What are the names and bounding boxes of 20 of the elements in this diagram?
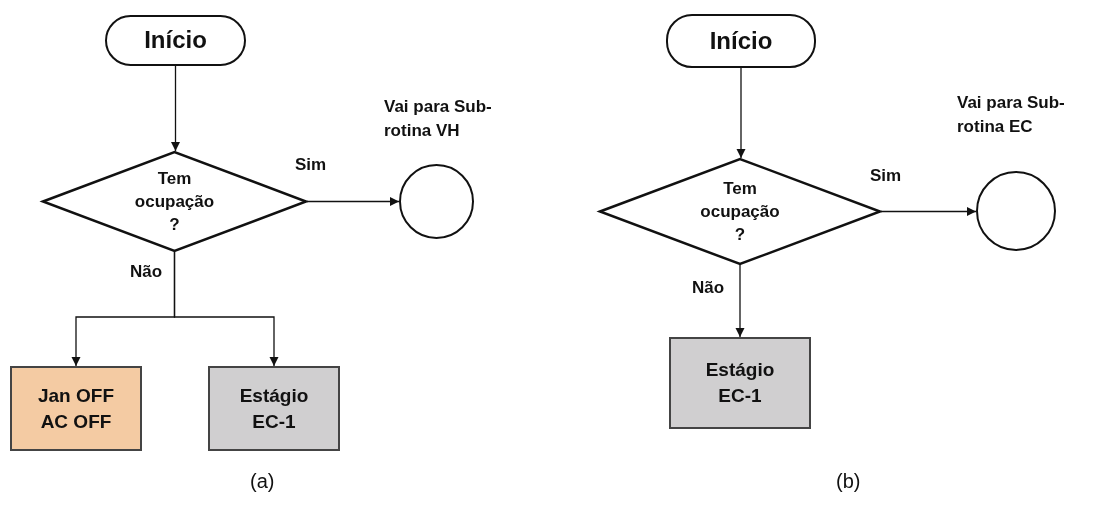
- arrow: [170, 65, 181, 152]
- start-terminal: [105, 15, 246, 66]
- process-box: [669, 337, 811, 429]
- arrow: [736, 67, 746, 159]
- node-label: Jan OFF AC OFF: [37, 383, 115, 434]
- panel-caption: (b): [836, 470, 861, 493]
- annotation-text: Vai para Sub-rotina EC: [957, 92, 1066, 138]
- panel-caption: (a): [250, 470, 275, 493]
- node-label: Início: [144, 25, 207, 56]
- annotation-text: Vai para Sub-rotina VH: [384, 96, 493, 142]
- node-label: Início: [709, 25, 773, 56]
- arrow: [735, 264, 745, 338]
- node-label: Estágio EC-1: [704, 358, 776, 408]
- node-label: Estágio EC-1: [238, 383, 310, 434]
- arrow: [173, 251, 279, 367]
- process-box: [208, 366, 340, 451]
- node-label: Tem ocupação ?: [700, 178, 780, 246]
- node-label: Tem ocupação ?: [134, 168, 215, 236]
- process-box: [10, 366, 142, 451]
- start-terminal: [666, 14, 816, 68]
